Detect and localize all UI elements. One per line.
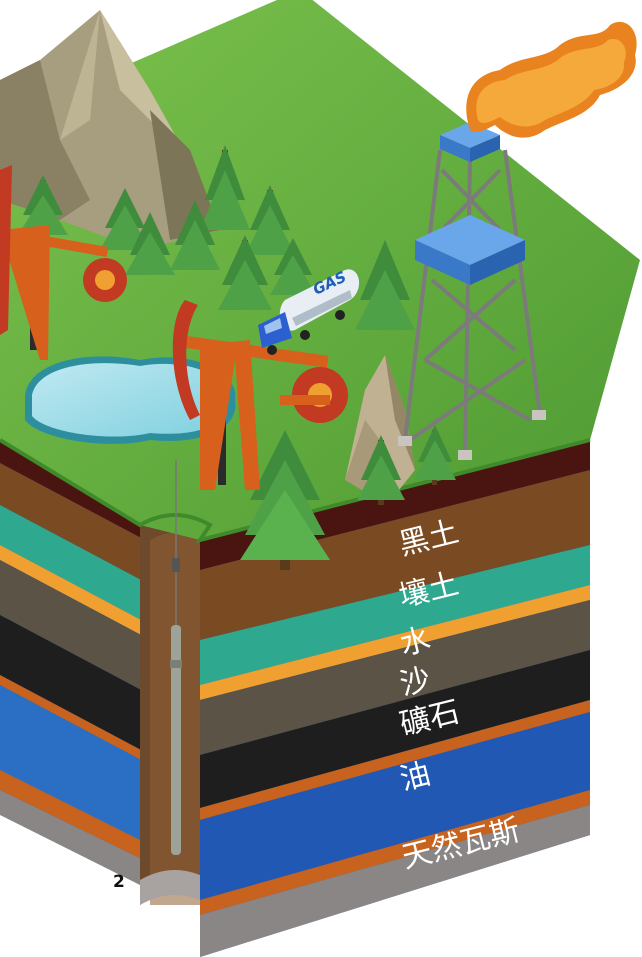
tree	[414, 425, 456, 485]
flare-derrick	[403, 149, 542, 456]
tree	[125, 212, 175, 275]
tree	[355, 240, 415, 330]
tree	[270, 238, 316, 295]
tree	[200, 145, 250, 230]
tree	[218, 235, 272, 310]
page-number: 2	[113, 872, 125, 892]
forest	[18, 145, 456, 570]
tree	[357, 435, 405, 505]
tree	[18, 175, 68, 235]
left-face-strata	[0, 440, 160, 895]
tree	[170, 200, 220, 270]
tree	[245, 185, 295, 255]
tree-large	[240, 430, 330, 570]
derrick-platforms	[398, 122, 546, 460]
well-pipe	[170, 460, 182, 855]
pump-jack-left	[0, 165, 127, 360]
mountain-range	[0, 10, 220, 250]
flare-flame	[466, 21, 637, 138]
tree	[100, 188, 150, 250]
pump-jack-center	[172, 300, 348, 490]
right-face-strata	[200, 440, 590, 957]
